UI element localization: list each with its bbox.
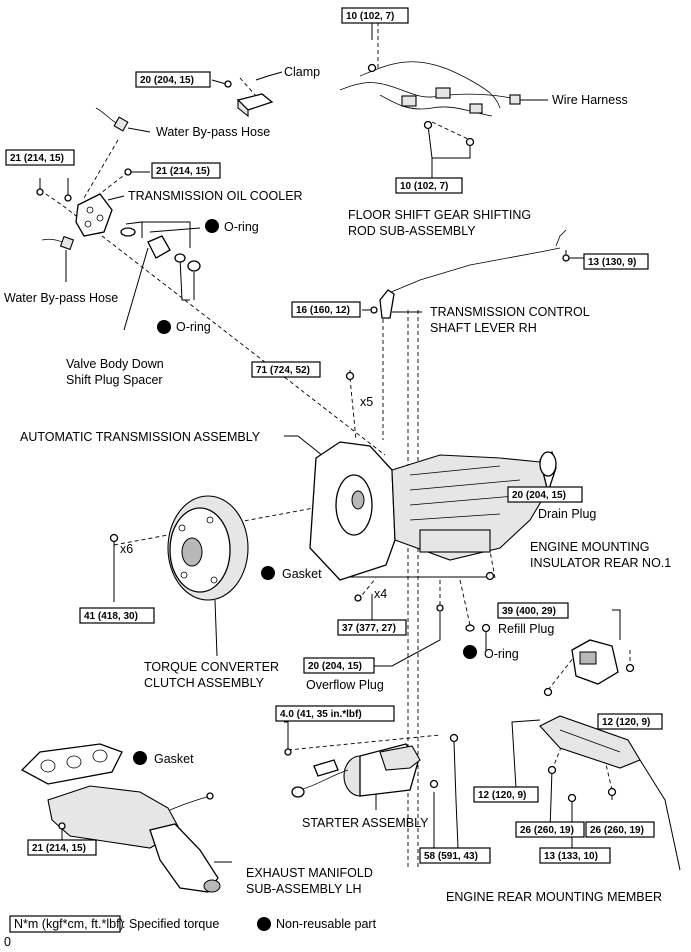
torque-41: 41 (418, 30) [84,611,138,622]
label-tcsl-1: TRANSMISSION CONTROL [430,305,590,319]
nonreusable-dot-oring-2 [157,320,171,334]
oil-cooler-part [36,168,201,272]
label-tcsl-2: SHAFT LEVER RH [430,321,537,335]
torque-16: 16 (160, 12) [296,305,350,316]
label-starter: STARTER ASSEMBLY [302,816,429,830]
label-transmission-oil-cooler: TRANSMISSION OIL COOLER [128,189,303,203]
figure-code: 0 [4,935,11,949]
torque-21c: 21 (214, 15) [32,843,86,854]
label-gasket-1: Gasket [282,567,322,581]
label-exhaust-2: SUB-ASSEMBLY LH [246,882,362,896]
torque-20-overflow: 20 (204, 15) [308,661,362,672]
nonreusable-markers [133,219,477,931]
torque-26b: 26 (260, 19) [590,825,644,836]
label-x6: x6 [120,542,133,556]
label-auto-trans: AUTOMATIC TRANSMISSION ASSEMBLY [20,430,261,444]
part-labels: Clamp Wire Harness Water By-pass Hose TR… [4,65,671,904]
torque-37: 37 (377, 27) [342,623,396,634]
label-engine-mount-1: ENGINE MOUNTING [530,540,649,554]
label-x4: x4 [374,587,387,601]
label-torque-conv-2: CLUTCH ASSEMBLY [144,676,265,690]
label-gasket-2: Gasket [154,752,194,766]
water-bypass-hoses [41,107,129,251]
label-valve-body-1: Valve Body Down [66,357,164,371]
transmission-body [309,371,557,633]
legend-torque-text: : Specified torque [122,917,219,931]
torque-39: 39 (400, 29) [502,606,556,617]
label-wire-harness: Wire Harness [552,93,628,107]
label-refill-plug: Refill Plug [498,622,554,636]
label-water-bypass-hose-left: Water By-pass Hose [4,291,118,305]
torque-26a: 26 (260, 19) [520,825,574,836]
torque-boxes: 10 (102, 7) 20 (204, 15) 10 (102, 7) 21 … [5,7,663,864]
label-x5: x5 [360,395,373,409]
torque-12a: 12 (120, 9) [602,717,650,728]
leader-lines [39,22,681,871]
mounting-member-part [539,639,641,803]
nonreusable-dot-oring-3 [463,645,477,659]
wire-harness-part [339,61,521,147]
torque-13b: 13 (133, 10) [544,851,598,862]
label-overflow-plug: Overflow Plug [306,678,384,692]
label-floor-shift-2: ROD SUB-ASSEMBLY [348,224,476,238]
torque-20-drain: 20 (204, 15) [512,490,566,501]
label-clamp: Clamp [284,65,320,79]
torque-10b: 10 (102, 7) [400,181,448,192]
nonreusable-dot-oring-1 [205,219,219,233]
label-oring-3: O-ring [484,647,519,661]
torque-58: 58 (591, 43) [424,851,478,862]
legend-nonreusable-text: Non-reusable part [276,917,377,931]
label-torque-conv-1: TORQUE CONVERTER [144,660,279,674]
starter-part [284,733,459,798]
label-exhaust-1: EXHAUST MANIFOLD [246,866,373,880]
nonreusable-dot-gasket-2 [133,751,147,765]
label-oring-2: O-ring [176,320,211,334]
torque-10a: 10 (102, 7) [346,11,394,22]
label-drain-plug: Drain Plug [538,507,596,521]
nonreusable-dot-gasket-1 [261,566,275,580]
label-engine-mount-2: INSULATOR REAR NO.1 [530,556,671,570]
legend-torque-unit: N*m (kgf*cm, ft.*lbf) [14,917,124,931]
legend-nonreusable-dot [257,917,271,931]
label-valve-body-2: Shift Plug Spacer [66,373,163,387]
torque-converter-part [109,495,249,601]
torque-21b: 21 (214, 15) [156,166,210,177]
label-oring-1: O-ring [224,220,259,234]
label-water-bypass-hose-top: Water By-pass Hose [156,125,270,139]
exhaust-manifold-part [20,743,221,893]
clamp-part [224,80,274,118]
label-engine-rear-member: ENGINE REAR MOUNTING MEMBER [446,890,662,904]
label-floor-shift-1: FLOOR SHIFT GEAR SHIFTING [348,208,531,222]
torque-21a: 21 (214, 15) [10,153,64,164]
torque-13a: 13 (130, 9) [588,257,636,268]
torque-4: 4.0 (41, 35 in.*lbf) [280,709,362,720]
shift-rod-part [370,229,570,319]
torque-71: 71 (724, 52) [256,365,310,376]
torque-12b: 12 (120, 9) [478,790,526,801]
legend: N*m (kgf*cm, ft.*lbf) : Specified torque… [4,915,377,949]
torque-20-clamp: 20 (204, 15) [140,75,194,86]
